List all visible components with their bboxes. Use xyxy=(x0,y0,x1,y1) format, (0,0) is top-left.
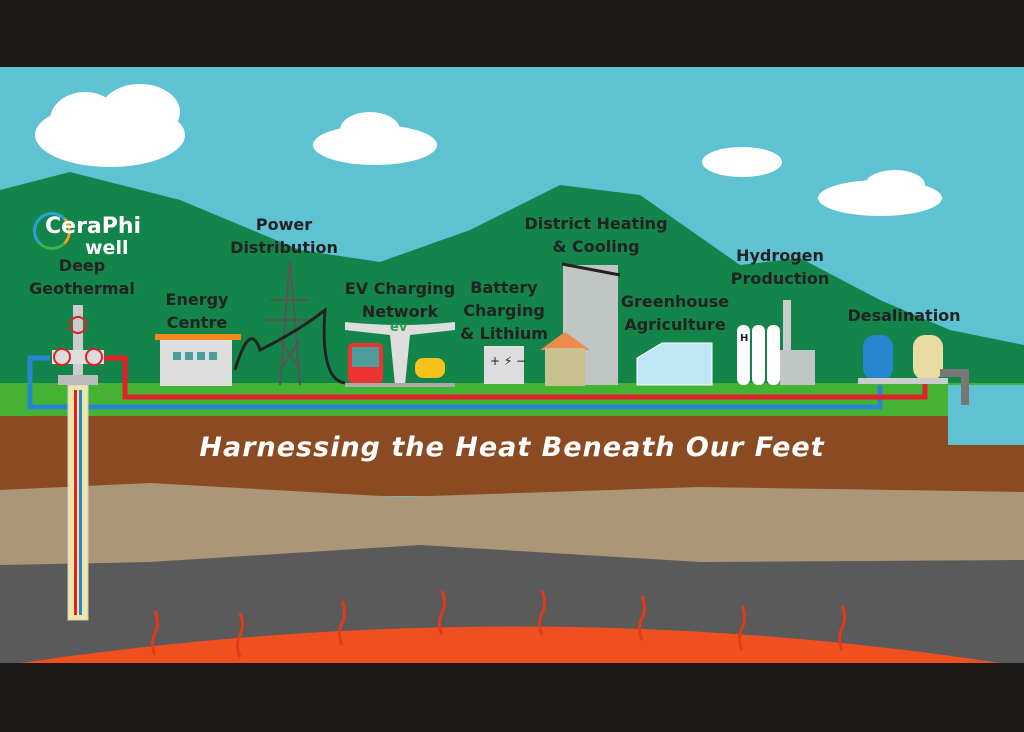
hydrogen-tank-label: H xyxy=(740,333,749,344)
ev-sign: ev xyxy=(390,320,408,335)
sea xyxy=(948,385,1024,445)
power-pylon xyxy=(265,259,315,386)
desalination-plant xyxy=(858,335,969,405)
logo-ring-icon xyxy=(33,212,71,250)
rock-layer xyxy=(0,483,1024,565)
magma xyxy=(20,626,1000,663)
svg-text:+ ⚡ −: + ⚡ − xyxy=(490,354,526,368)
mantle-layer xyxy=(0,545,1024,663)
hydrogen-tanks xyxy=(737,300,815,385)
heat-wisps xyxy=(151,590,846,658)
ceraphi-logo: CeraPhi well xyxy=(33,212,143,262)
pipe-network xyxy=(27,355,928,410)
power-cable xyxy=(233,306,346,385)
logo-name: CeraPhi xyxy=(45,214,142,239)
label-desalination: Desalination xyxy=(847,306,961,325)
grass xyxy=(0,383,1024,418)
energy-centre-building xyxy=(155,334,241,386)
well-bore xyxy=(67,384,89,621)
district-heating-buildings xyxy=(540,262,621,386)
ev-charging-station xyxy=(345,322,455,387)
headline: Harnessing the Heat Beneath Our Feet xyxy=(199,432,825,463)
soil-layer xyxy=(0,416,1024,496)
battery: + ⚡ − xyxy=(484,346,526,384)
logo-suffix: well xyxy=(85,237,129,259)
greenhouse xyxy=(636,342,713,386)
label-district-heating: District Heating& Cooling xyxy=(524,214,668,256)
wellhead xyxy=(52,305,104,385)
clouds xyxy=(35,84,942,216)
